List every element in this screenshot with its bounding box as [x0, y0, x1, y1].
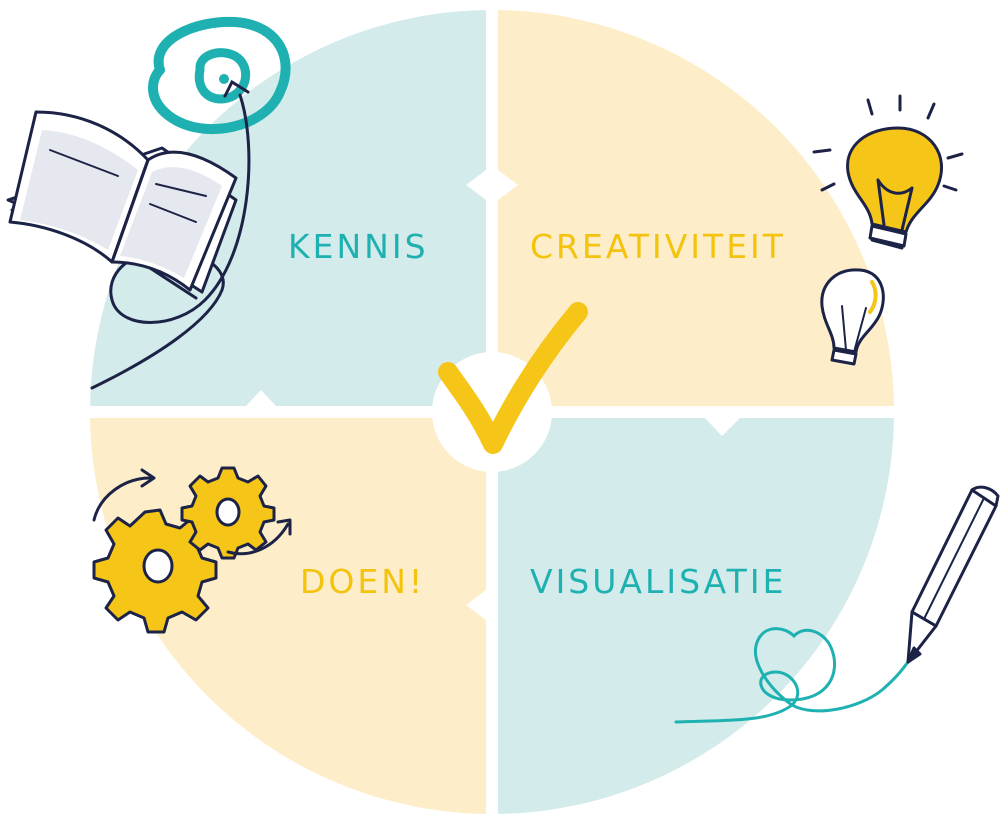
pencil-icon [906, 485, 1000, 664]
quadrant-visualisatie [498, 418, 894, 814]
doen-label: DOEN! [300, 562, 425, 601]
visualisatie-label: VISUALISATIE [530, 562, 786, 601]
arrow-icon [90, 79, 251, 390]
lightbulb-lit-icon [812, 94, 964, 250]
checkmark-icon [438, 302, 588, 454]
lightbulb-icon [820, 268, 885, 366]
creativiteit-label: CREATIVITEIT [530, 227, 786, 266]
quadrant-doen [90, 418, 486, 814]
kennis-label: KENNIS [288, 227, 429, 266]
gears-icon [92, 466, 292, 634]
target-icon [147, 16, 291, 135]
heart-scribble-icon [674, 627, 910, 724]
book-icon [6, 110, 238, 300]
